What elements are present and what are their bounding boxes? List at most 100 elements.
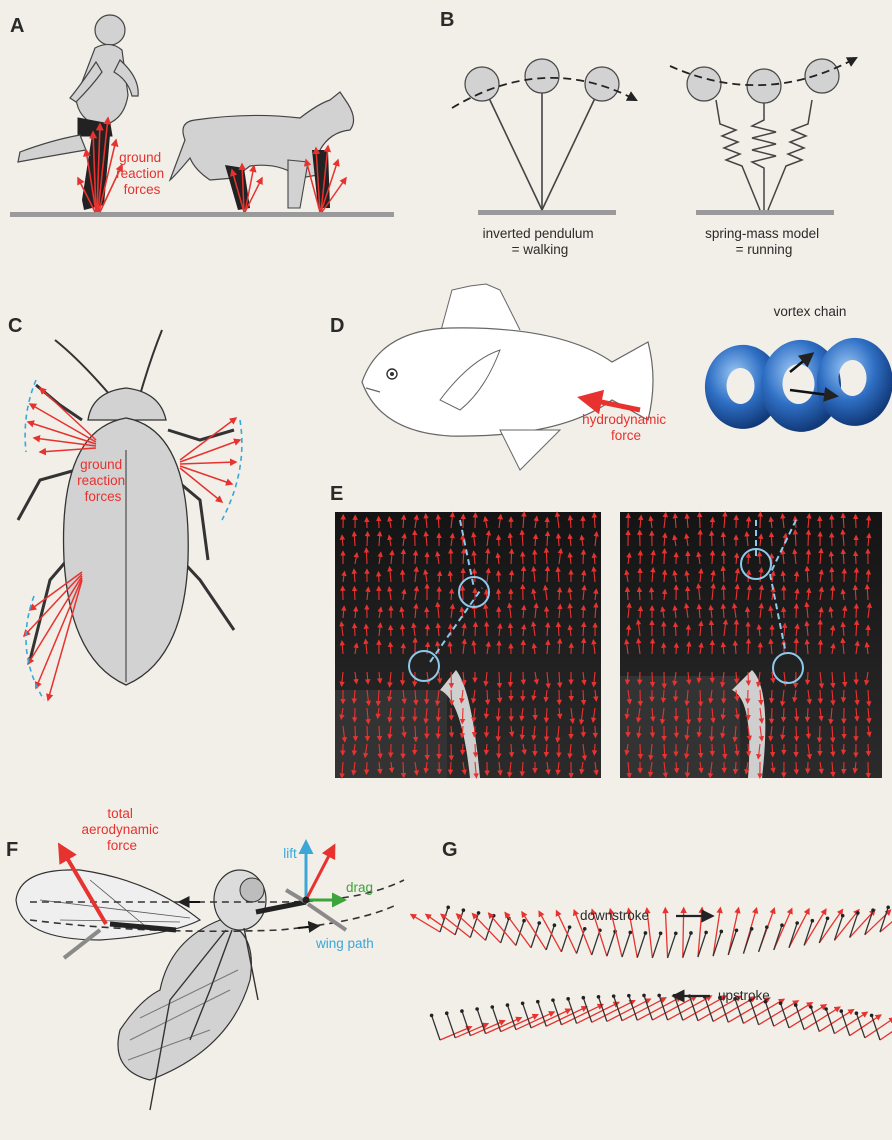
wing-chord-line: [811, 1007, 819, 1032]
flow-vector: [486, 622, 487, 636]
flow-vector: [486, 726, 487, 737]
leading-edge-dot: [597, 995, 601, 999]
flow-vector: [427, 625, 428, 636]
flow-vector: [640, 607, 641, 618]
flow-vector: [843, 690, 844, 702]
flow-vector: [354, 624, 355, 636]
leading-edge-dot: [537, 921, 541, 925]
flow-vector: [820, 640, 821, 654]
wing-chord-line: [668, 933, 676, 958]
flow-vector: [651, 588, 652, 600]
flow-vector: [736, 620, 737, 636]
panel-b: B inverted pendulum = walking: [440, 9, 856, 257]
flow-vector: [664, 549, 665, 564]
flow-vector: [475, 744, 476, 757]
flow-vector: [498, 571, 499, 582]
leading-edge-dot: [583, 927, 587, 931]
force-vector: [531, 1009, 570, 1028]
flow-vector: [759, 552, 760, 564]
flow-vector: [676, 726, 677, 737]
force-vector: [561, 1004, 602, 1024]
ground-line: [10, 212, 394, 217]
flow-vector: [523, 567, 524, 582]
wing-chord-line: [607, 931, 615, 956]
flow-vector: [723, 551, 724, 564]
flow-vector: [366, 762, 367, 774]
leading-edge-dot: [870, 1014, 874, 1018]
leading-edge-dot: [566, 997, 570, 1001]
flow-vector: [354, 587, 355, 600]
flow-vector: [583, 726, 584, 737]
panel-d: D hydrodynamic force vortex chain: [330, 284, 892, 470]
flow-vector: [712, 551, 713, 564]
leading-edge-dot: [462, 908, 466, 912]
leading-edge-dot: [521, 1001, 525, 1005]
leading-edge-dot: [477, 911, 481, 915]
force-vector: [546, 1007, 587, 1027]
fish-figure: [362, 284, 653, 470]
wing-chord-line: [462, 1011, 470, 1036]
flow-vector: [583, 550, 584, 564]
flow-vector: [868, 570, 869, 582]
piv-field-left: [335, 512, 601, 778]
wing-chord-line: [492, 1007, 500, 1032]
flow-vector: [547, 567, 548, 582]
flow-vector: [547, 532, 548, 546]
wing-chord-line: [501, 918, 509, 943]
flow-vector: [378, 572, 379, 582]
flow-vector: [796, 604, 797, 618]
panel-c-label: C: [8, 315, 22, 337]
force-vector: [850, 1015, 881, 1036]
wing-chord-line: [759, 927, 767, 952]
flow-vector: [652, 639, 653, 654]
panel-a-label: A: [10, 15, 24, 37]
flow-vector: [688, 708, 689, 724]
wing-chord-line: [652, 933, 660, 958]
force-vector: [592, 1001, 635, 1023]
flow-vector: [855, 552, 856, 564]
leading-edge-dot: [871, 908, 875, 912]
leading-edge-dot: [490, 1005, 494, 1009]
leading-edge-dot: [794, 1003, 798, 1007]
flow-vector: [808, 550, 809, 564]
leading-edge-dot: [811, 919, 815, 923]
leading-edge-dot: [445, 1011, 449, 1015]
flow-vector: [403, 550, 404, 564]
panel-e-label: E: [330, 483, 343, 505]
leading-edge-dot: [522, 919, 526, 923]
flow-vector: [747, 608, 748, 618]
spring-mass-diagram: [670, 58, 856, 215]
flow-vector: [403, 762, 404, 777]
flow-vector: [499, 672, 500, 687]
flow-vector: [402, 625, 403, 636]
panel-c: C: [8, 315, 242, 700]
spring-mass-caption: spring-mass model = running: [705, 226, 823, 257]
piv-field-right: [620, 512, 882, 778]
flow-vector: [366, 548, 367, 564]
panel-g-label: G: [442, 839, 458, 861]
flow-vector: [808, 530, 809, 546]
flow-vector: [462, 744, 463, 754]
flow-vector: [594, 744, 595, 755]
flow-vector: [820, 690, 821, 703]
panel-d-label: D: [330, 315, 344, 337]
force-vector: [486, 1018, 522, 1034]
flow-vector: [675, 690, 676, 701]
leading-edge-dot: [689, 931, 693, 935]
flow-vector: [414, 744, 415, 754]
fruit-fly-figure: [16, 870, 266, 1110]
panel-e: E: [330, 483, 882, 778]
leading-edge-dot: [582, 996, 586, 1000]
leading-edge-dot: [430, 1014, 434, 1018]
leading-edge-dot: [568, 925, 572, 929]
force-vector: [516, 1012, 554, 1030]
flow-vector: [462, 708, 463, 723]
leading-edge-dot: [720, 930, 724, 934]
leading-edge-dot: [553, 923, 557, 927]
leading-edge-dot: [475, 1007, 479, 1011]
downstroke-label: downstroke: [580, 908, 649, 923]
flow-vector: [546, 726, 547, 741]
force-vector: [759, 1001, 799, 1025]
force-vector: [819, 1010, 853, 1032]
leading-edge-dot: [612, 994, 616, 998]
